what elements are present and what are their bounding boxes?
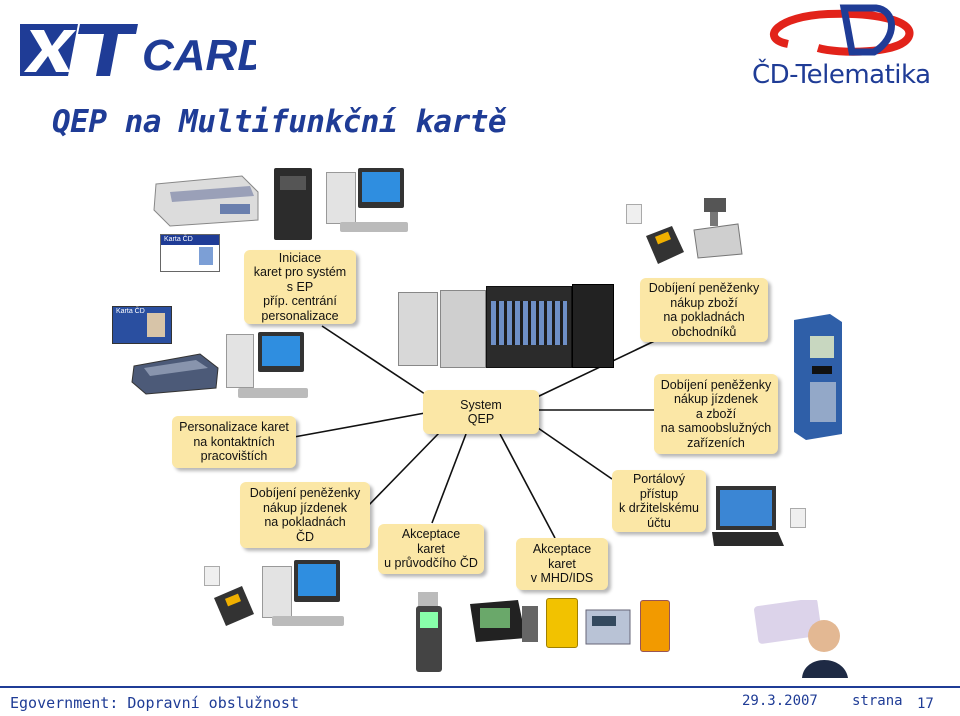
card-printer-left — [130, 348, 220, 396]
payment-terminal-bottom-icon — [210, 582, 258, 628]
payment-terminal-icon — [642, 222, 686, 268]
hub-system-qep: System QEP — [423, 390, 539, 434]
blade-server — [486, 286, 572, 368]
laptop-icon — [712, 484, 784, 550]
pc-tower-bottom — [262, 566, 292, 618]
card-reader-icon — [626, 204, 642, 224]
node-akceptace-pruvodci: Akceptace karet u průvodčího ČD — [378, 524, 484, 574]
footer-date: 29.3.2007 — [742, 693, 818, 709]
self-service-kiosk — [790, 312, 846, 442]
node-dobijeni-cd: Dobíjení peněženky nákup jízdenek na pok… — [240, 482, 370, 548]
server-tower-dark — [274, 168, 312, 240]
node-akceptace-mhd: Akceptace karet v MHD/IDS — [516, 538, 608, 590]
server-2 — [440, 290, 486, 368]
keyboard-bottom-icon — [272, 616, 344, 626]
pc-tower — [326, 172, 356, 224]
handheld-terminal-icon — [414, 592, 444, 674]
footer-page-number: 17 — [917, 696, 934, 712]
card-reader-laptop-icon — [790, 508, 806, 528]
server-1 — [398, 292, 438, 366]
monitor-left-icon — [258, 332, 304, 372]
monitor-bottom-icon — [294, 560, 340, 602]
keyboard-left-icon — [238, 388, 308, 398]
footer-title: Egovernment: Dopravní obslužnost — [10, 694, 299, 712]
pc-tower-left — [226, 334, 254, 388]
person-with-card-photo — [752, 598, 848, 678]
node-iniciace: Iniciace karet pro systém s EP příp. cen… — [244, 250, 356, 324]
node-obchodnici: Dobíjení peněženky nákup zboží na poklad… — [640, 278, 768, 342]
node-personalizace: Personalizace karet na kontaktních praco… — [172, 416, 296, 468]
cd-swoosh-icon — [770, 4, 914, 56]
slide-title: QEP na Multifunkční kartě — [52, 104, 507, 140]
node-samoobsluha: Dobíjení peněženky nákup jízdenek a zbož… — [654, 374, 778, 454]
karta-cd-card: Karta ČD — [160, 234, 220, 272]
cd-telematika-logo: ČD-Telematika — [748, 2, 948, 100]
keyboard-icon — [340, 222, 408, 232]
ticket-validator-orange — [640, 600, 670, 652]
card-reader-bottom-icon — [204, 566, 220, 586]
monitor-icon — [358, 168, 404, 208]
xtcard-logo-text: CARD — [142, 31, 256, 78]
karta-cd-card-2: Karta ČD — [112, 306, 172, 344]
ticket-validator-yellow — [546, 598, 578, 648]
xtcard-logo: CARD — [20, 24, 256, 78]
footer-strana-label: strana — [852, 693, 903, 709]
node-portal: Portálový přístup k držitelskému účtu — [612, 470, 706, 532]
ticket-machine-icon — [584, 602, 634, 646]
cash-register-icon — [690, 196, 744, 262]
server-tower-right — [572, 284, 614, 368]
cd-telematika-text: ČD-Telematika — [752, 60, 931, 90]
card-printer-top — [150, 170, 262, 228]
validator-terminal-icon — [466, 598, 540, 646]
footer-divider — [0, 686, 960, 688]
